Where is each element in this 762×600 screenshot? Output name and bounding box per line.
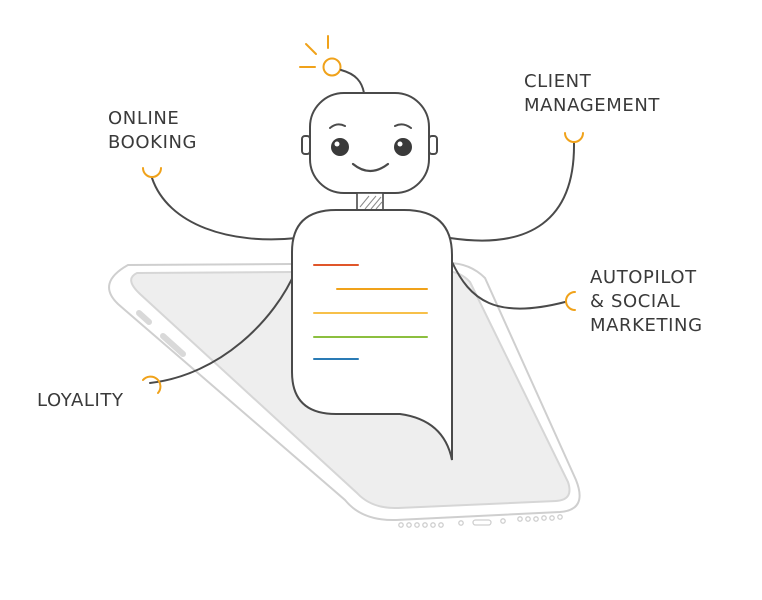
robot-ear-left xyxy=(301,135,311,155)
endpoint-online-booking xyxy=(142,167,162,178)
label-online-booking-line2: BOOKING xyxy=(108,132,198,153)
connector-arms xyxy=(149,142,576,384)
phone-speaker-dots xyxy=(398,514,563,528)
arm-client-management xyxy=(449,142,576,242)
arm-loyality xyxy=(149,269,297,384)
phone-button-bottom xyxy=(160,333,186,357)
lightbulb-icon xyxy=(299,35,342,77)
robot-brow-right xyxy=(394,123,412,129)
robot-eye-left xyxy=(331,138,349,156)
endpoint-autopilot xyxy=(565,291,576,311)
robot-ear-right xyxy=(428,135,438,155)
label-online-booking: ONLINE BOOKING xyxy=(108,107,197,155)
antenna-wire xyxy=(340,69,365,94)
arm-autopilot xyxy=(451,261,566,310)
robot-eye-right xyxy=(394,138,412,156)
endpoint-client-management xyxy=(564,132,584,143)
label-client-management-line1: CLIENT xyxy=(524,71,592,92)
label-online-booking-line1: ONLINE xyxy=(108,108,180,129)
label-autopilot: AUTOPILOT & SOCIAL MARKETING xyxy=(590,266,703,338)
endpoint-connectors xyxy=(142,132,584,394)
robot-brow-left xyxy=(329,123,346,129)
robot-head xyxy=(309,92,430,194)
chat-lines xyxy=(313,264,428,360)
label-client-management: CLIENT MANAGEMENT xyxy=(524,70,660,118)
chat-bubble xyxy=(291,209,453,461)
phone-button-top xyxy=(136,310,152,325)
phone-body xyxy=(108,261,581,522)
arm-online-booking xyxy=(151,177,298,241)
label-autopilot-line1: AUTOPILOT xyxy=(590,267,697,288)
endpoint-loyality xyxy=(142,375,162,394)
label-autopilot-line2: & SOCIAL xyxy=(590,291,681,312)
robot-mascot xyxy=(301,92,438,211)
label-client-management-line2: MANAGEMENT xyxy=(524,95,660,116)
robot-neck xyxy=(356,192,384,211)
label-loyality-text: LOYALITY xyxy=(37,390,124,411)
label-autopilot-line3: MARKETING xyxy=(590,315,703,336)
label-loyality: LOYALITY xyxy=(37,389,124,413)
robot-smile xyxy=(351,162,390,173)
